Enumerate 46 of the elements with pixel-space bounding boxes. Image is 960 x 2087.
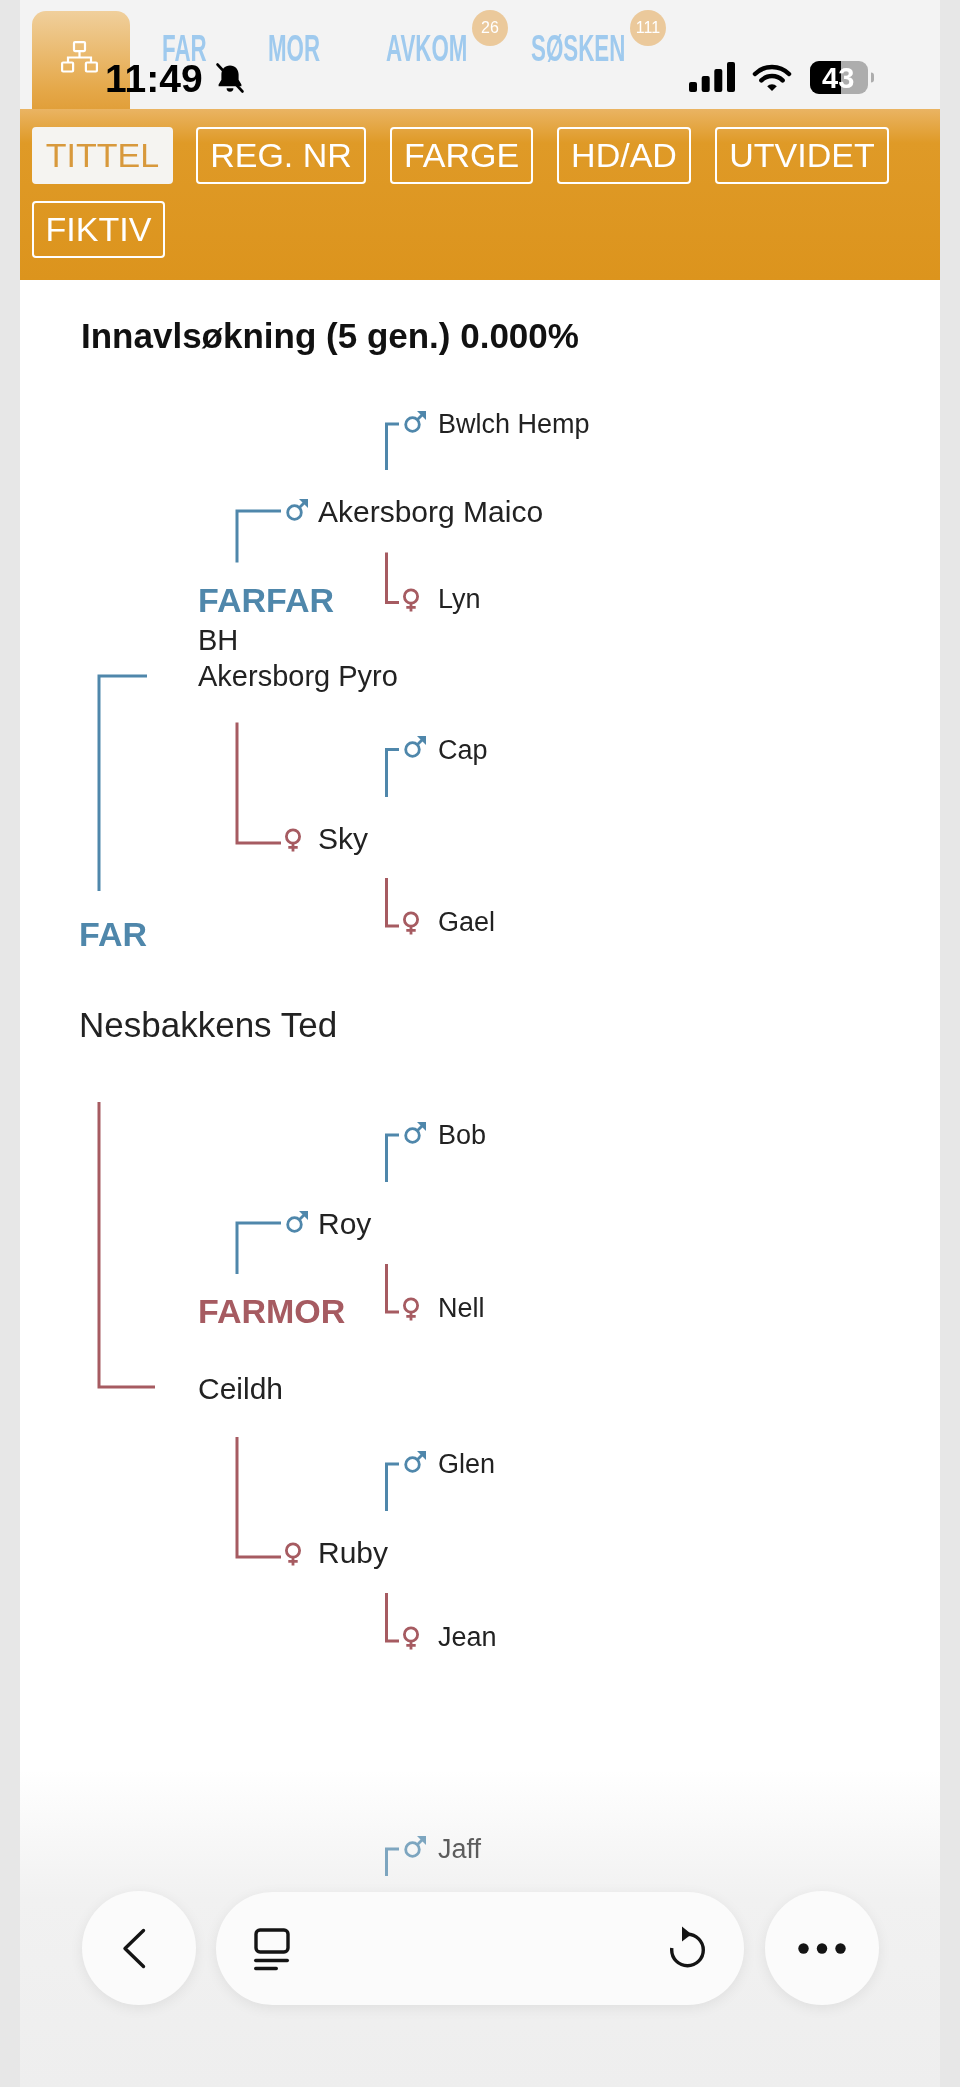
dog-name: Jean	[438, 1621, 497, 1653]
tree-connector	[385, 878, 399, 928]
generation-heading: FARMOR	[198, 1291, 346, 1331]
tree-connector	[97, 674, 147, 891]
tree-connector	[385, 1264, 399, 1314]
generation-heading: FARFAR	[198, 580, 334, 620]
dog-name: Nell	[438, 1292, 485, 1324]
tree-connector	[385, 552, 399, 604]
generation-heading: FAR	[79, 914, 147, 954]
dog-name: Akersborg Maico	[318, 495, 544, 529]
toggle-button: FIKTIV	[32, 201, 165, 258]
tree-connector	[235, 722, 281, 845]
dog-name: Roy	[318, 1207, 372, 1241]
tree-connector	[385, 1847, 399, 1876]
dog-title: BH	[198, 623, 239, 657]
page-heading: Innavlsøkning (5 gen.) 0.000%	[81, 316, 579, 356]
tree-connector	[235, 509, 281, 563]
toggle-button: TITTEL	[32, 127, 173, 184]
dog-name: Sky	[318, 822, 368, 856]
dog-name: Gael	[438, 906, 496, 938]
tree-connector	[385, 1462, 399, 1511]
dog-name: Lyn	[438, 582, 481, 615]
dog-name: Glen	[438, 1448, 496, 1480]
tree-connector	[235, 1221, 281, 1274]
dog-name: Bob	[438, 1119, 487, 1151]
nav-label: SØSKEN	[531, 35, 626, 63]
dog-name: Ruby	[318, 1536, 389, 1570]
tree-connector	[235, 1437, 281, 1559]
dog-name: Bwlch Hemp	[438, 408, 590, 440]
tree-connector	[385, 748, 399, 797]
tree-connector	[97, 1102, 155, 1389]
toggle-button: UTVIDET	[715, 127, 889, 184]
tree-connector	[385, 422, 399, 470]
dog-name: Nesbakkens Ted	[79, 1003, 338, 1045]
toggle-button: HD/AD	[557, 127, 691, 184]
dog-name: Ceildh	[198, 1370, 284, 1406]
toggle-button: REG. NR	[196, 127, 366, 184]
tree-connector	[385, 1133, 399, 1182]
dog-name: Jaff	[438, 1833, 482, 1865]
dog-name: Akersborg Pyro	[198, 659, 398, 693]
dog-name: Cap	[438, 733, 488, 766]
tree-connector	[385, 1593, 399, 1643]
toggle-button: FARGE	[390, 127, 533, 184]
nav-label: MOR	[268, 35, 321, 63]
nav-label: AVKOM	[386, 35, 468, 63]
nav-label: FAR	[162, 35, 207, 63]
